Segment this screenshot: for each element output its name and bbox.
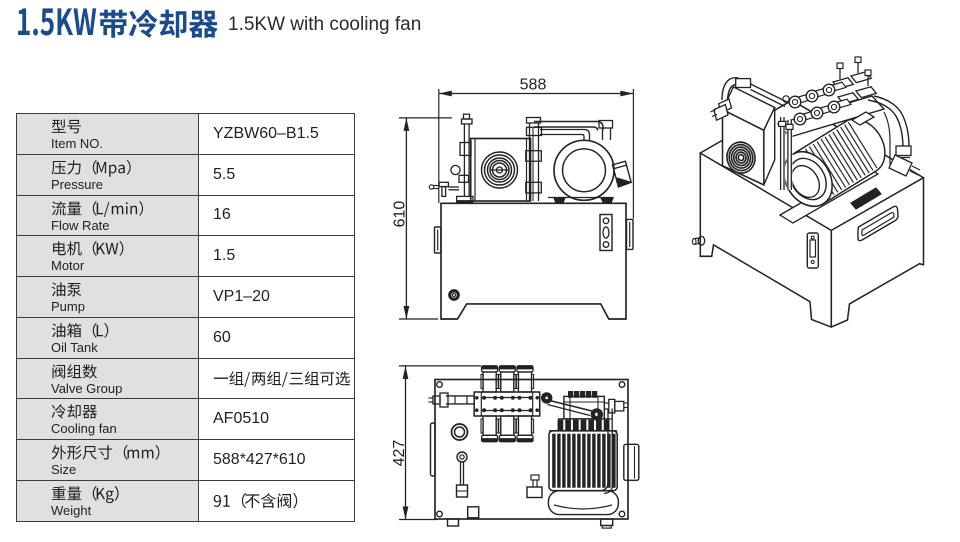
- svg-text:427: 427: [391, 440, 408, 467]
- svg-text:588: 588: [520, 77, 547, 94]
- svg-text:610: 610: [392, 201, 409, 228]
